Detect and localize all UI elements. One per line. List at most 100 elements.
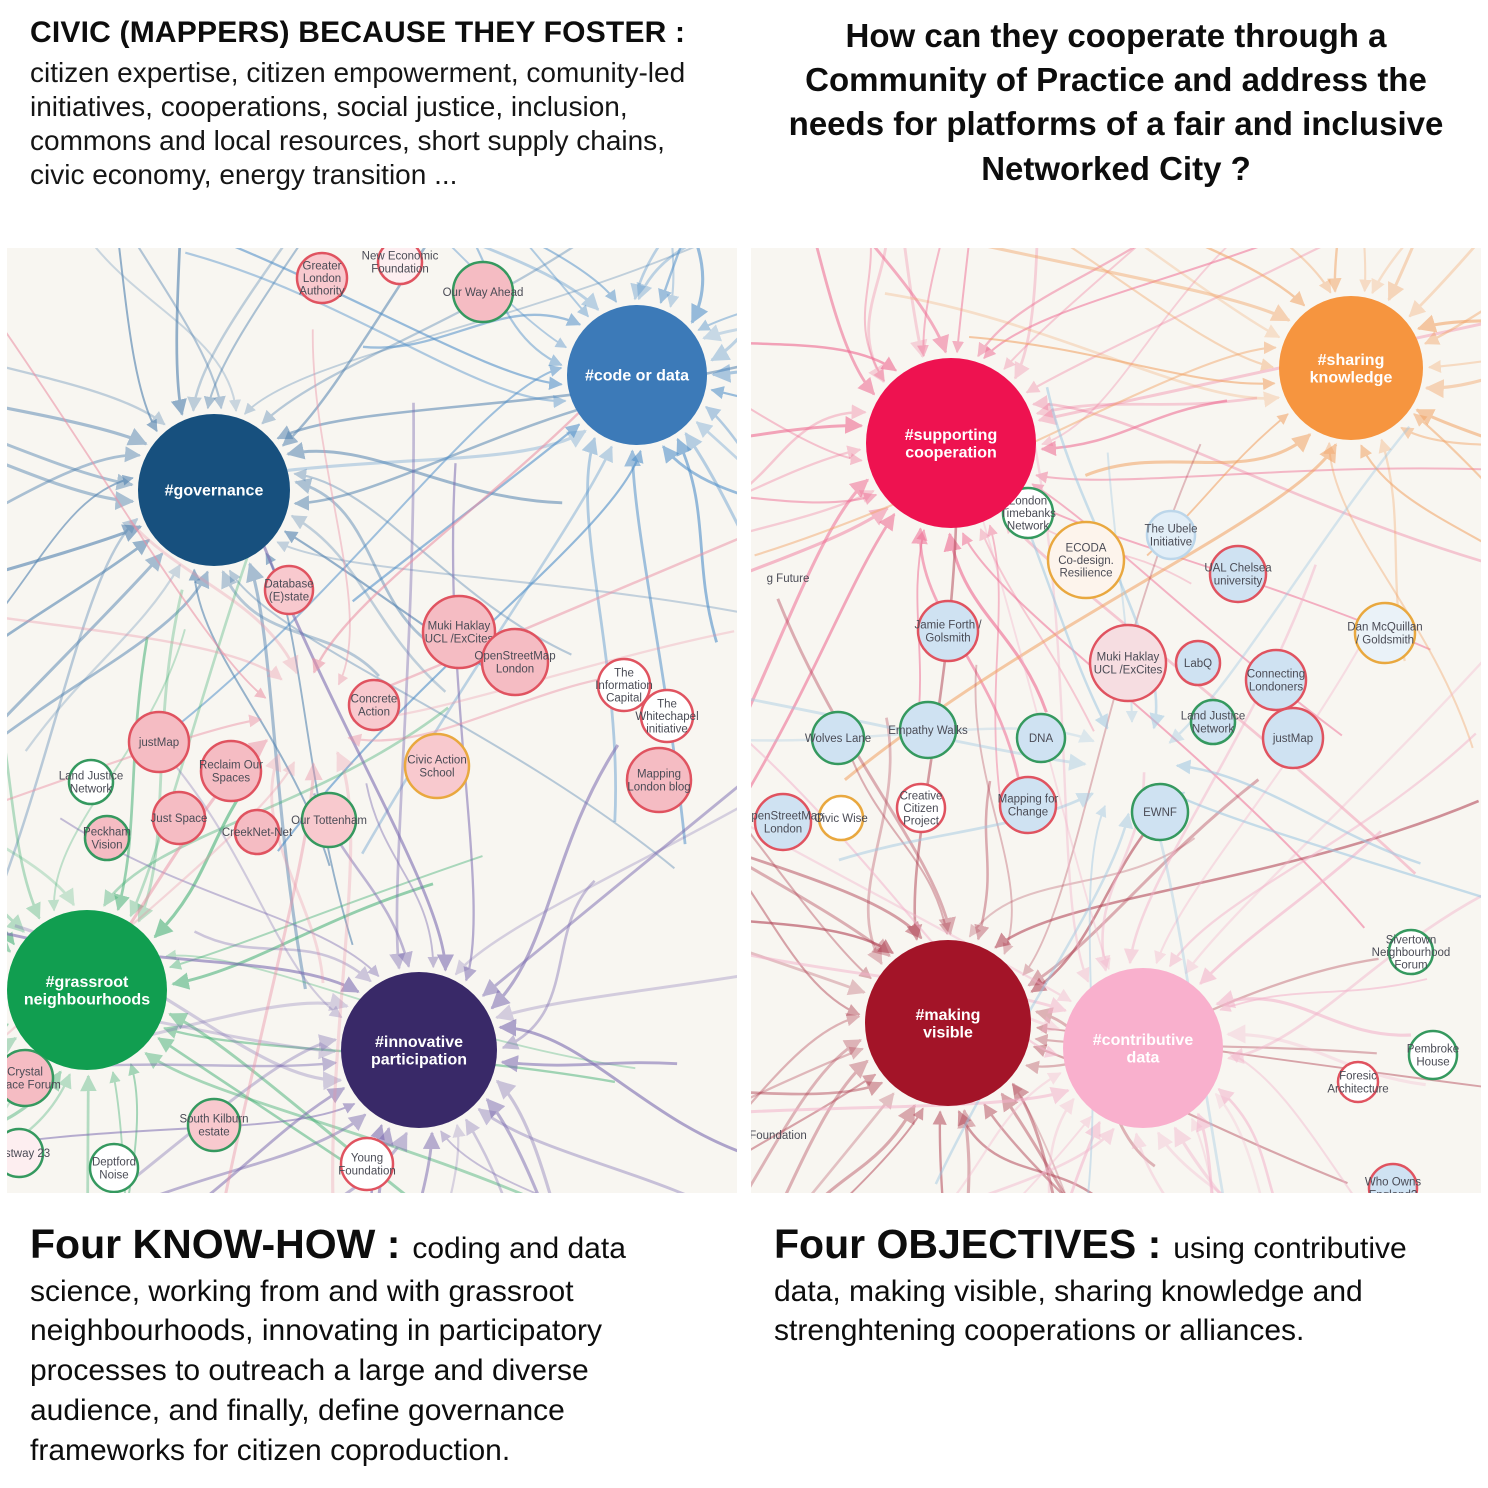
network-edge <box>1087 805 1107 1193</box>
right-header-title: How can they cooperate through a Communi… <box>788 17 1444 187</box>
edge-bundle <box>7 248 737 990</box>
network-edge <box>1168 732 1477 968</box>
diagram-node <box>1353 601 1417 665</box>
network-edge <box>1025 248 1321 394</box>
network-edge <box>290 514 447 693</box>
network-edge <box>987 248 1291 322</box>
left-footer: Four KNOW-HOW :coding and data science, … <box>0 1193 744 1488</box>
network-edge <box>481 785 737 997</box>
network-edge <box>751 856 923 940</box>
diagram-node <box>151 790 207 846</box>
diagram-node <box>480 627 550 697</box>
diagram-node-label: Civic Wise <box>814 813 868 825</box>
network-edge <box>751 1081 884 1097</box>
network-edge <box>1144 248 1281 339</box>
diagram-node <box>421 594 497 670</box>
network-edge <box>1205 248 1306 307</box>
network-edge <box>1217 1088 1274 1193</box>
network-edge <box>7 446 142 505</box>
network-edge <box>1131 1132 1165 1193</box>
network-edge <box>702 324 737 342</box>
network-edge <box>751 445 862 492</box>
network-edge <box>114 636 149 912</box>
network-edge <box>7 538 151 637</box>
network-edge <box>1190 1117 1214 1193</box>
network-edge <box>365 783 439 969</box>
diagram-node <box>895 782 947 834</box>
diagram-node <box>67 758 115 806</box>
network-edge <box>1360 444 1481 543</box>
network-edge <box>676 437 718 643</box>
network-edge <box>751 1012 861 1105</box>
network-edge <box>751 506 889 573</box>
left-footer-body: coding and data science, working from an… <box>30 1232 626 1468</box>
diagram-hub <box>7 910 167 1070</box>
diagram-node-label: CreekNet-Net <box>222 827 293 839</box>
network-edge <box>751 1046 864 1099</box>
network-edge <box>1031 395 1481 563</box>
network-edge <box>943 532 1048 713</box>
network-edge <box>312 360 630 674</box>
network-edge <box>1400 426 1481 446</box>
network-edge <box>193 930 372 983</box>
diagram-node <box>998 775 1058 835</box>
diagram-hub <box>1279 296 1423 440</box>
network-edge <box>234 248 563 391</box>
network-edge <box>1408 248 1476 318</box>
diagram-node-label: Dan McQuillan/ Goldsmith <box>1347 622 1422 647</box>
diagram-node-label: DNA <box>1029 733 1054 745</box>
network-edge <box>977 248 1135 358</box>
network-edge <box>1323 441 1474 749</box>
edge-bundle <box>157 248 737 855</box>
diagram-node-label: justMap <box>1272 733 1313 745</box>
network-edge <box>420 1131 441 1193</box>
network-edge <box>710 386 737 400</box>
network-edge <box>483 248 600 311</box>
network-edge <box>1035 396 1258 418</box>
network-edge <box>705 405 737 445</box>
network-edge <box>825 1104 917 1193</box>
network-edge <box>666 248 680 308</box>
network-edge <box>1070 1120 1101 1193</box>
network-edge <box>221 570 380 678</box>
diagram-node <box>1145 509 1197 561</box>
network-edge <box>78 1056 338 1072</box>
diagram-node <box>1046 520 1126 600</box>
network-edge <box>1168 791 1481 898</box>
left-column: CIVIC (MAPPERS) BECAUSE THEY FOSTER : ci… <box>0 16 744 1488</box>
network-edge <box>7 752 41 920</box>
network-edge <box>495 975 737 1022</box>
network-edge <box>695 421 737 461</box>
network-edge <box>1227 1051 1353 1193</box>
network-edge <box>967 471 1111 970</box>
network-edge <box>1070 248 1275 371</box>
network-edge <box>440 1130 538 1193</box>
diagram-hub <box>138 414 290 566</box>
network-edge <box>7 847 76 907</box>
network-edge <box>187 248 284 412</box>
network-edge <box>265 753 325 984</box>
diagram-node-label: Empathy Walks <box>888 725 968 737</box>
diagram-node <box>625 746 693 814</box>
network-edge <box>974 780 992 941</box>
network-edge <box>968 837 1196 938</box>
network-edge <box>1000 1092 1066 1193</box>
network-edge <box>7 517 139 877</box>
network-edge <box>751 1073 877 1151</box>
network-edge <box>1359 248 1372 293</box>
network-edge <box>952 248 970 354</box>
network-edge <box>542 248 618 303</box>
right-column: How can they cooperate through a Communi… <box>744 0 1488 1488</box>
network-edge <box>983 248 1259 359</box>
